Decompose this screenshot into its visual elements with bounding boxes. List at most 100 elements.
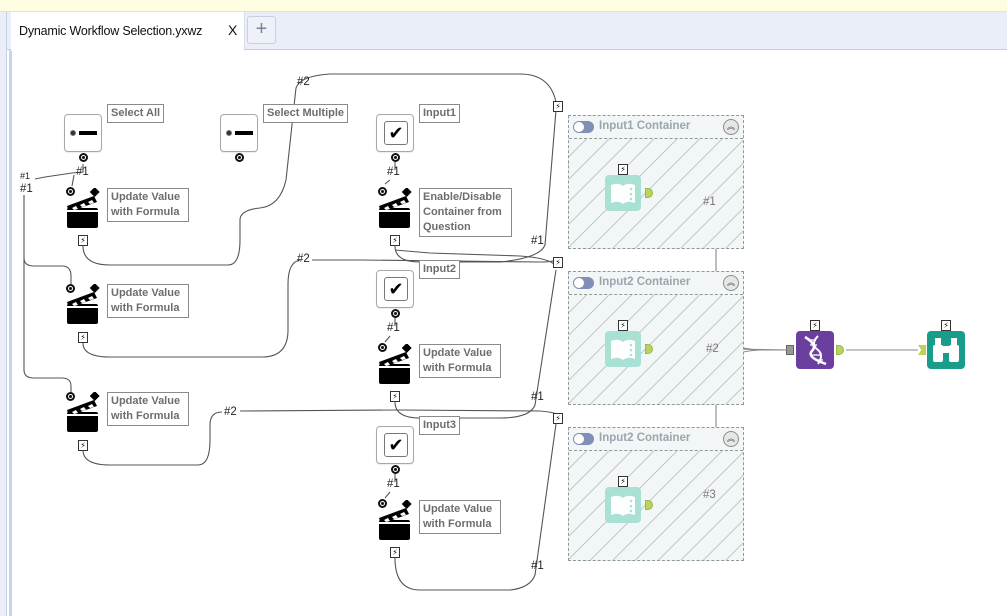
container-bolt-anchor-icon[interactable]: ⚡ [553,101,563,112]
output-anchor-icon[interactable] [645,344,653,354]
bolt-anchor-icon[interactable]: ⚡ [390,391,400,402]
multi-input-anchor-icon[interactable] [786,345,794,355]
connection-label: #1 [531,391,544,403]
dna-icon [804,335,827,366]
connection-label: #2 [297,76,310,88]
tool-annotation: Select All [107,104,165,123]
question-anchor-icon[interactable] [378,187,387,196]
tab-workflow[interactable]: Dynamic Workflow Selection.yxwz X [11,12,245,51]
input-data-tool-1[interactable] [605,175,641,211]
output-anchor-icon[interactable] [836,345,844,355]
container-header[interactable]: Input1 Container ︽ [569,116,743,139]
wire [239,409,558,415]
connection-label: #1 [387,322,400,334]
action-tool-input1[interactable] [378,187,412,232]
tab-title: Dynamic Workflow Selection.yxwz [19,24,203,38]
wire [384,335,391,343]
container-bolt-anchor-icon[interactable]: ⚡ [553,257,563,268]
radio-button-tool-select-multiple[interactable] [220,114,258,152]
action-tool-a[interactable] [66,187,100,232]
connection-label: #1 [387,166,400,178]
connection-label: #1 [531,560,544,572]
connection-label: #1 [531,235,544,247]
tool-annotation: Update Value with Formula [107,284,189,318]
bolt-anchor-icon[interactable]: ⚡ [78,440,88,451]
bolt-anchor-icon[interactable]: ⚡ [618,476,628,487]
tool-annotation: Select Multiple [263,104,349,123]
container-title: Input1 Container [599,120,691,132]
tool-annotation: Input3 [419,416,460,435]
union-tool[interactable] [796,331,834,369]
checkbox-tool-input3[interactable]: ✔ [376,426,414,464]
bolt-anchor-icon[interactable]: ⚡ [390,235,400,246]
container-title: Input2 Container [599,432,691,444]
container-toggle[interactable] [573,121,594,133]
checkbox-icon: ✔ [384,121,408,145]
clapperboard-icon [67,283,100,324]
question-anchor-icon[interactable] [391,153,400,162]
connection-label: #1 [703,196,716,208]
question-anchor-icon[interactable] [66,284,75,293]
container-toggle[interactable] [573,433,594,445]
book-icon [611,339,635,360]
wire [23,258,72,393]
question-anchor-icon[interactable] [66,392,75,401]
output-anchor-icon[interactable] [645,188,653,198]
input-data-tool-2[interactable] [605,331,641,367]
connection-label: #2 [297,253,310,265]
connection-label: #1 [20,183,33,195]
collapse-icon[interactable]: ︽ [723,119,739,135]
collapse-icon[interactable]: ︽ [723,431,739,447]
wire [71,174,75,187]
bolt-anchor-icon[interactable]: ⚡ [390,547,400,558]
container-toggle[interactable] [573,277,594,289]
notification-bar [0,0,1007,12]
action-tool-c[interactable] [66,391,100,436]
question-anchor-icon[interactable] [79,153,88,162]
new-tab-button[interactable]: + [247,16,276,44]
connection-label: #3 [703,489,716,501]
tool-container-input1[interactable]: Input1 Container ︽ [568,115,744,249]
question-anchor-icon[interactable] [378,343,387,352]
radio-icon [226,130,232,136]
tool-container-input3[interactable]: Input2 Container ︽ [568,427,744,561]
input-data-tool-3[interactable] [605,487,641,523]
close-tab-icon[interactable]: X [228,22,238,38]
container-header[interactable]: Input2 Container ︽ [569,272,743,295]
checkbox-tool-input2[interactable]: ✔ [376,270,414,308]
radio-button-tool-select-all[interactable] [64,114,102,152]
question-anchor-icon[interactable] [235,153,244,162]
bolt-anchor-icon[interactable]: ⚡ [810,320,820,331]
question-anchor-icon[interactable] [391,465,400,474]
clapperboard-icon [67,391,100,432]
tool-annotation: Update Value with Formula [419,344,501,378]
wire [384,491,391,499]
left-panel-splitter[interactable] [9,50,12,616]
connection-label: #1 [20,171,31,181]
clapperboard-icon [379,343,412,384]
action-tool-input2[interactable] [378,343,412,388]
question-anchor-icon[interactable] [378,499,387,508]
tool-annotation: Enable/Disable Container from Question [419,188,512,237]
binoculars-icon [933,338,959,362]
container-bolt-anchor-icon[interactable]: ⚡ [553,413,563,424]
bolt-anchor-icon[interactable]: ⚡ [941,320,951,331]
bolt-anchor-icon[interactable]: ⚡ [78,332,88,343]
book-icon [611,183,635,204]
tool-annotation: Update Value with Formula [107,392,189,426]
collapse-icon[interactable]: ︽ [723,275,739,291]
tool-container-input2[interactable]: Input2 Container ︽ [568,271,744,405]
bolt-anchor-icon[interactable]: ⚡ [618,164,628,175]
output-anchor-icon[interactable] [645,500,653,510]
browse-tool[interactable] [927,331,965,369]
input-anchor-icon[interactable] [918,345,926,355]
checkbox-tool-input1[interactable]: ✔ [376,114,414,152]
connection-label: #2 [706,343,719,355]
bolt-anchor-icon[interactable]: ⚡ [78,235,88,246]
question-anchor-icon[interactable] [391,309,400,318]
question-anchor-icon[interactable] [66,187,75,196]
action-tool-b[interactable] [66,283,100,328]
container-header[interactable]: Input2 Container ︽ [569,428,743,451]
bolt-anchor-icon[interactable]: ⚡ [618,320,628,331]
action-tool-input3[interactable] [378,499,412,544]
